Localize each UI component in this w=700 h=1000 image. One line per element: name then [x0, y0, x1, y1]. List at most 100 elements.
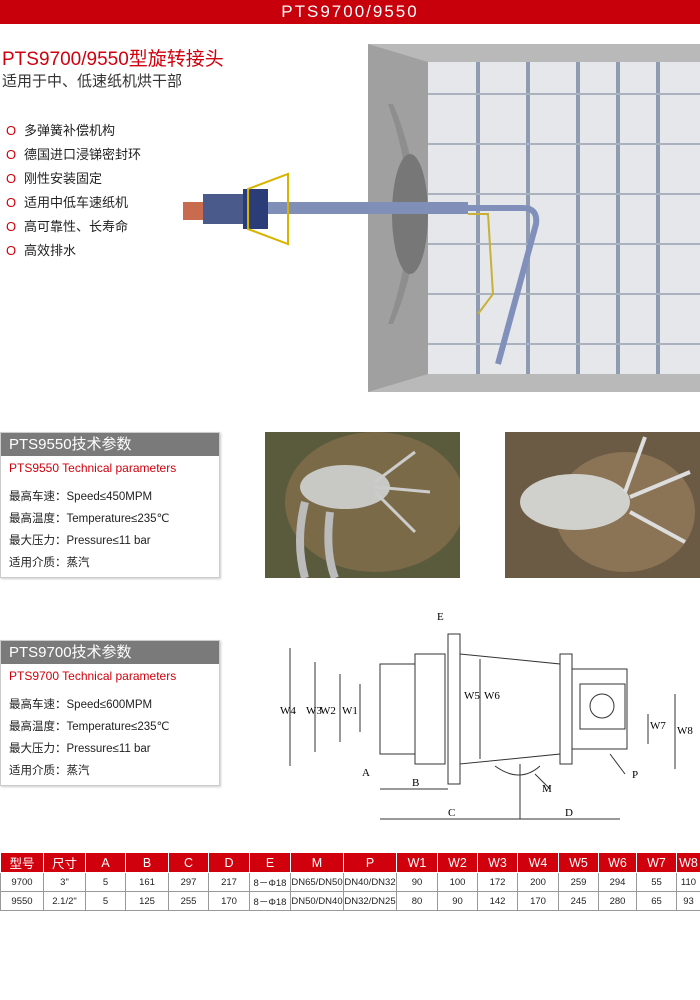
- table-cell: 8－Φ18: [249, 891, 291, 911]
- spec-medium: 适用介质：蒸汽: [9, 557, 90, 569]
- table-cell: 170: [517, 891, 559, 911]
- table-cell: 3": [43, 872, 86, 892]
- column-header: W2: [437, 852, 478, 873]
- bullet-marker: O: [6, 147, 17, 162]
- feature-text: 适用中低车速纸机: [24, 195, 129, 210]
- title-bar: PTS9700/9550: [0, 0, 700, 24]
- table-cell: 297: [168, 872, 209, 892]
- table-cell: 9700: [0, 872, 44, 892]
- bullet-marker: O: [6, 123, 17, 138]
- table-cell: DN50/DN40: [290, 891, 344, 911]
- dim-label-d: D: [565, 807, 573, 819]
- spec-pressure: 最大压力：Pressure≤11 bar: [9, 535, 151, 547]
- feature-item: O 适用中低车速纸机: [6, 194, 141, 218]
- feature-item: O 高效排水: [6, 242, 141, 266]
- page-subtitle: 适用于中、低速纸机烘干部: [2, 73, 183, 90]
- feature-item: O 德国进口浸锑密封环: [6, 146, 141, 170]
- table-cell: DN65/DN50: [290, 872, 344, 892]
- spec-speed: 最高车速：Speed≤600MPM: [9, 699, 153, 711]
- feature-text: 高可靠性、长寿命: [24, 219, 129, 234]
- bullet-marker: O: [6, 243, 17, 258]
- pts9550-spec-panel: PTS9550技术参数 PTS9550 Technical parameters…: [0, 432, 220, 578]
- column-header: C: [168, 852, 209, 873]
- spec-pressure: 最大压力：Pressure≤11 bar: [9, 743, 151, 755]
- spec-subtitle: PTS9550 Technical parameters: [9, 461, 177, 475]
- dim-label-w5: W5: [464, 690, 480, 702]
- spec-medium: 适用介质：蒸汽: [9, 765, 90, 777]
- spec-header: PTS9700技术参数: [1, 641, 219, 664]
- bullet-marker: O: [6, 219, 17, 234]
- pts9700-spec-panel: PTS9700技术参数 PTS9700 Technical parameters…: [0, 640, 220, 786]
- dim-label-p: P: [632, 769, 638, 781]
- bullet-marker: O: [6, 195, 17, 210]
- column-header: M: [290, 852, 344, 873]
- column-header: P: [343, 852, 397, 873]
- table-cell: DN32/DN25: [343, 891, 397, 911]
- table-cell: 65: [636, 891, 677, 911]
- feature-item: O 刚性安装固定: [6, 170, 141, 194]
- column-header: 尺寸: [43, 852, 86, 873]
- table-cell: 255: [168, 891, 209, 911]
- table-cell: 93: [676, 891, 700, 911]
- column-header: A: [85, 852, 126, 873]
- table-cell: 125: [125, 891, 169, 911]
- table-cell: 8－Φ18: [249, 872, 291, 892]
- table-cell: 55: [636, 872, 677, 892]
- column-header: B: [125, 852, 169, 873]
- feature-text: 德国进口浸锑密封环: [24, 147, 142, 162]
- table-cell: 90: [396, 872, 438, 892]
- dim-label-w1: W1: [342, 705, 358, 717]
- feature-item: O 高可靠性、长寿命: [6, 218, 141, 242]
- column-header: E: [249, 852, 291, 873]
- bullet-marker: O: [6, 171, 17, 186]
- feature-text: 刚性安装固定: [24, 171, 103, 186]
- spec-subtitle: PTS9700 Technical parameters: [9, 669, 177, 683]
- dim-label-w7: W7: [650, 720, 666, 732]
- table-cell: 245: [558, 891, 599, 911]
- page-title: PTS9700/9550型旋转接头: [2, 49, 224, 70]
- spec-speed: 最高车速：Speed≤450MPM: [9, 491, 153, 503]
- column-header: W3: [477, 852, 518, 873]
- dim-label-e: E: [437, 611, 444, 623]
- dim-label-w6: W6: [484, 690, 500, 702]
- column-header: W7: [636, 852, 677, 873]
- table-cell: 294: [598, 872, 637, 892]
- dim-label-w3: W3: [306, 705, 322, 717]
- dim-label-c: C: [448, 807, 455, 819]
- column-header: D: [208, 852, 250, 873]
- table-cell: 142: [477, 891, 518, 911]
- table-cell: 100: [437, 872, 478, 892]
- column-header: W6: [598, 852, 637, 873]
- table-cell: 280: [598, 891, 637, 911]
- table-cell: DN40/DN32: [343, 872, 397, 892]
- column-header: W8: [676, 852, 700, 873]
- dim-label-w4: W4: [280, 705, 296, 717]
- dim-label-m: M: [542, 783, 552, 795]
- feature-text: 高效排水: [24, 243, 77, 258]
- dim-label-a: A: [362, 767, 370, 779]
- table-cell: 90: [437, 891, 478, 911]
- table-cell: 217: [208, 872, 250, 892]
- installation-photo-1: [265, 432, 460, 578]
- table-cell: 110: [676, 872, 700, 892]
- dimension-drawing: E A B C D M P W1 W2 W3 W4 W5 W6 W7 W8: [280, 611, 693, 820]
- spec-temperature: 最高温度：Temperature≤235℃: [9, 721, 170, 733]
- column-header: W4: [517, 852, 559, 873]
- dim-label-w8: W8: [677, 725, 693, 737]
- spec-header: PTS9550技术参数: [1, 433, 219, 456]
- table-cell: 200: [517, 872, 559, 892]
- column-header: W1: [396, 852, 438, 873]
- table-cell: 172: [477, 872, 518, 892]
- table-cell: 5: [85, 891, 126, 911]
- dryer-cutaway-illustration: [183, 44, 700, 392]
- table-cell: 170: [208, 891, 250, 911]
- table-cell: 9550: [0, 891, 44, 911]
- table-cell: 161: [125, 872, 169, 892]
- table-cell: 2.1/2": [43, 891, 86, 911]
- table-cell: 80: [396, 891, 438, 911]
- spec-temperature: 最高温度：Temperature≤235℃: [9, 513, 170, 525]
